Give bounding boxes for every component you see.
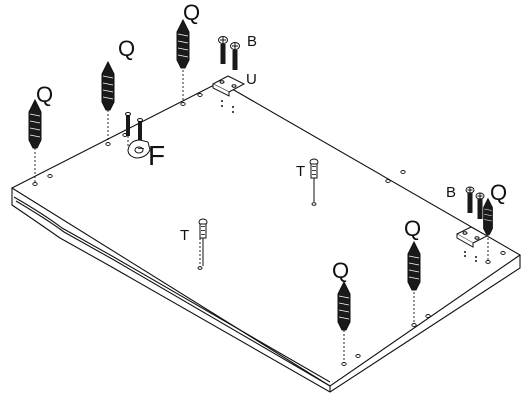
hole: [485, 260, 491, 264]
hole: [400, 170, 406, 174]
cam-lock-icon: [125, 112, 151, 159]
bracket-icon: [211, 75, 246, 97]
label-q: Q: [118, 36, 135, 61]
dots: [221, 100, 234, 113]
screw-icon: [198, 218, 208, 266]
dowel-icon: [101, 60, 115, 111]
label-q: Q: [332, 258, 349, 283]
label-b: B: [446, 184, 456, 201]
dots: [464, 251, 477, 262]
hole: [47, 174, 53, 178]
screw-icon: [230, 42, 240, 70]
dowel-icon: [483, 197, 493, 235]
label-t: T: [296, 163, 305, 180]
hole: [425, 314, 431, 318]
label-t: T: [180, 227, 189, 244]
label-f: F: [148, 140, 165, 171]
hole: [500, 251, 506, 255]
label-q: Q: [36, 82, 53, 107]
label-q: Q: [404, 216, 421, 241]
hole: [32, 182, 38, 186]
screw-icon: [218, 36, 228, 64]
hole: [311, 202, 317, 206]
label-q: Q: [183, 0, 200, 25]
hole: [355, 354, 361, 358]
board-front-edge: [11, 188, 521, 393]
hole: [197, 93, 203, 97]
dowel-icon: [337, 280, 351, 331]
hole: [385, 179, 391, 183]
board-edge-inner-2: [15, 200, 331, 387]
label-b: B: [247, 33, 257, 50]
dowel-icon: [176, 18, 190, 69]
board-top-face: [10, 81, 522, 387]
label-q: Q: [490, 180, 507, 205]
screw-icon: [309, 158, 319, 202]
screw-icon: [475, 192, 485, 219]
label-u: U: [246, 71, 257, 88]
dowel-icon: [28, 98, 42, 149]
board-panel: [10, 81, 522, 393]
board-edge-inner-1: [13, 196, 331, 383]
panel-holes: [32, 93, 506, 366]
hole: [411, 323, 417, 327]
screw-icon: [465, 186, 475, 213]
bracket-icon: [455, 226, 489, 248]
guide-lines: [34, 70, 489, 363]
dowel-icon: [407, 240, 421, 291]
